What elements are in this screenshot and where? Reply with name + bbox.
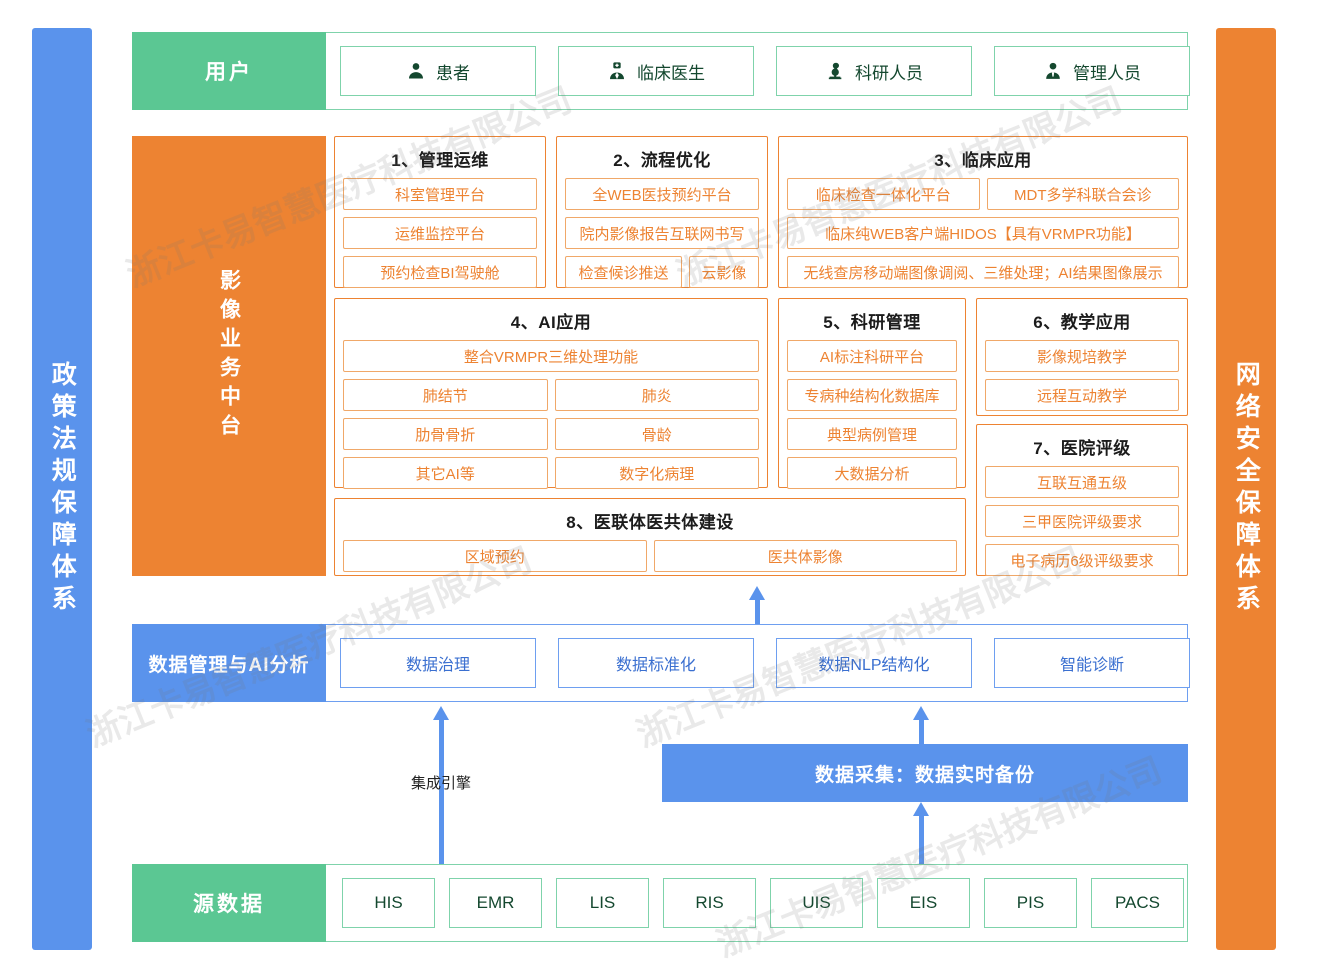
data-capability-governance[interactable]: 数据治理 — [340, 638, 536, 688]
data-capability-standardization[interactable]: 数据标准化 — [558, 638, 754, 688]
section-card-research-management: 5、科研管理 AI标注科研平台 专病种结构化数据库 典型病例管理 大数据分析 — [778, 298, 966, 489]
policy-assurance-label: 政策法规保障体系 — [48, 361, 77, 617]
user-role-researcher[interactable]: 科研人员 — [776, 46, 972, 96]
user-role-clinician[interactable]: 临床医生 — [558, 46, 754, 96]
section-item[interactable]: 肺结节 — [343, 379, 548, 411]
section-item[interactable]: 其它AI等 — [343, 457, 548, 489]
section-item[interactable]: 互联互通五级 — [985, 466, 1179, 498]
user-role-list: 患者 临床医生 科研人员 — [340, 46, 1190, 96]
section-item[interactable]: 数字化病理 — [554, 457, 759, 489]
data-capability-diagnosis[interactable]: 智能诊断 — [994, 638, 1190, 688]
section-title: 7、医院评级 — [1033, 439, 1131, 458]
user-role-label: 科研人员 — [855, 63, 923, 83]
imaging-platform-label: 影像业务中台 — [132, 136, 326, 576]
user-role-label: 临床医生 — [637, 63, 705, 83]
section-item[interactable]: MDT多学科联合会诊 — [986, 178, 1179, 210]
policy-assurance-band: 政策法规保障体系 — [32, 28, 92, 950]
user-role-administrator[interactable]: 管理人员 — [994, 46, 1190, 96]
user-layer-label: 用户 — [132, 32, 326, 110]
section-item[interactable]: 整合VRMPR三维处理功能 — [343, 340, 759, 372]
section-card-hospital-rating: 7、医院评级 互联互通五级 三甲医院评级要求 电子病历6级评级要求 — [976, 424, 1188, 576]
section-title: 1、管理运维 — [391, 151, 489, 170]
arrow-data-to-platform — [749, 586, 765, 624]
microscope-icon — [828, 62, 842, 80]
doctor-icon — [610, 62, 624, 80]
data-capability-nlp[interactable]: 数据NLP结构化 — [776, 638, 972, 688]
section-item[interactable]: 影像规培教学 — [985, 340, 1179, 372]
section-item[interactable]: 骨龄 — [554, 418, 759, 450]
imaging-platform-text: 影像业务中台 — [217, 269, 241, 443]
section-item[interactable]: 运维监控平台 — [343, 217, 537, 249]
section-title: 8、医联体医共体建设 — [566, 513, 734, 532]
section-item[interactable]: AI标注科研平台 — [787, 340, 957, 372]
section-item[interactable]: 三甲医院评级要求 — [985, 505, 1179, 537]
section-item[interactable]: 预约检查BI驾驶舱 — [343, 256, 537, 288]
source-system-his[interactable]: HIS — [342, 878, 435, 928]
integration-engine-label: 集成引擎 — [410, 775, 471, 792]
source-system-pis[interactable]: PIS — [984, 878, 1077, 928]
arrow-source-to-collection — [913, 802, 929, 864]
source-system-lis[interactable]: LIS — [556, 878, 649, 928]
section-item[interactable]: 全WEB医技预约平台 — [565, 178, 759, 210]
section-item[interactable]: 专病种结构化数据库 — [787, 379, 957, 411]
network-security-label: 网络安全保障体系 — [1232, 361, 1261, 617]
manager-icon — [1046, 62, 1060, 79]
section-title: 4、AI应用 — [510, 313, 592, 332]
section-card-teaching-application: 6、教学应用 影像规培教学 远程互动教学 — [976, 298, 1188, 416]
arrow-collection-to-data — [913, 706, 929, 744]
section-item[interactable]: 电子病历6级评级要求 — [985, 544, 1179, 576]
person-icon — [409, 63, 423, 79]
section-item[interactable]: 云影像 — [688, 256, 759, 288]
section-title: 5、科研管理 — [823, 313, 921, 332]
section-item[interactable]: 典型病例管理 — [787, 418, 957, 450]
data-management-label: 数据管理与AI分析 — [132, 624, 326, 702]
section-item[interactable]: 肺炎 — [554, 379, 759, 411]
user-role-label: 患者 — [436, 63, 470, 83]
section-title: 3、临床应用 — [934, 151, 1032, 170]
section-item[interactable]: 院内影像报告互联网书写 — [565, 217, 759, 249]
arrow-integration-engine — [433, 706, 449, 864]
section-card-process-optimization: 2、流程优化 全WEB医技预约平台 院内影像报告互联网书写 检查候诊推送 云影像 — [556, 136, 768, 288]
source-system-eis[interactable]: EIS — [877, 878, 970, 928]
section-card-medical-consortium: 8、医联体医共体建设 区域预约 医共体影像 — [334, 498, 966, 576]
section-item[interactable]: 医共体影像 — [653, 540, 957, 572]
source-system-pacs[interactable]: PACS — [1091, 878, 1184, 928]
data-collection-bar: 数据采集：数据实时备份 — [662, 744, 1188, 802]
section-title: 2、流程优化 — [613, 151, 711, 170]
section-card-management-ops: 1、管理运维 科室管理平台 运维监控平台 预约检查BI驾驶舱 — [334, 136, 546, 288]
user-role-label: 管理人员 — [1073, 63, 1141, 83]
source-system-emr[interactable]: EMR — [449, 878, 542, 928]
section-item[interactable]: 临床检查一体化平台 — [787, 178, 980, 210]
section-item[interactable]: 区域预约 — [343, 540, 647, 572]
network-security-band: 网络安全保障体系 — [1216, 28, 1276, 950]
source-system-list: HIS EMR LIS RIS UIS EIS PIS PACS — [342, 878, 1184, 928]
data-capability-list: 数据治理 数据标准化 数据NLP结构化 智能诊断 — [340, 638, 1190, 688]
section-item[interactable]: 临床纯WEB客户端HIDOS【具有VRMPR功能】 — [787, 217, 1179, 249]
user-role-patient[interactable]: 患者 — [340, 46, 536, 96]
section-card-ai-application: 4、AI应用 整合VRMPR三维处理功能 肺结节 肺炎 肋骨骨折 骨龄 其它AI… — [334, 298, 768, 489]
source-system-ris[interactable]: RIS — [663, 878, 756, 928]
section-item[interactable]: 肋骨骨折 — [343, 418, 548, 450]
source-system-uis[interactable]: UIS — [770, 878, 863, 928]
source-data-label: 源数据 — [132, 864, 326, 942]
section-card-clinical-application: 3、临床应用 临床检查一体化平台 MDT多学科联合会诊 临床纯WEB客户端HID… — [778, 136, 1188, 288]
section-title: 6、教学应用 — [1033, 313, 1131, 332]
section-item[interactable]: 科室管理平台 — [343, 178, 537, 210]
section-item[interactable]: 大数据分析 — [787, 457, 957, 489]
section-item[interactable]: 远程互动教学 — [985, 379, 1179, 411]
section-item[interactable]: 检查候诊推送 — [565, 256, 682, 288]
section-item[interactable]: 无线查房移动端图像调阅、三维处理；AI结果图像展示 — [787, 256, 1179, 288]
